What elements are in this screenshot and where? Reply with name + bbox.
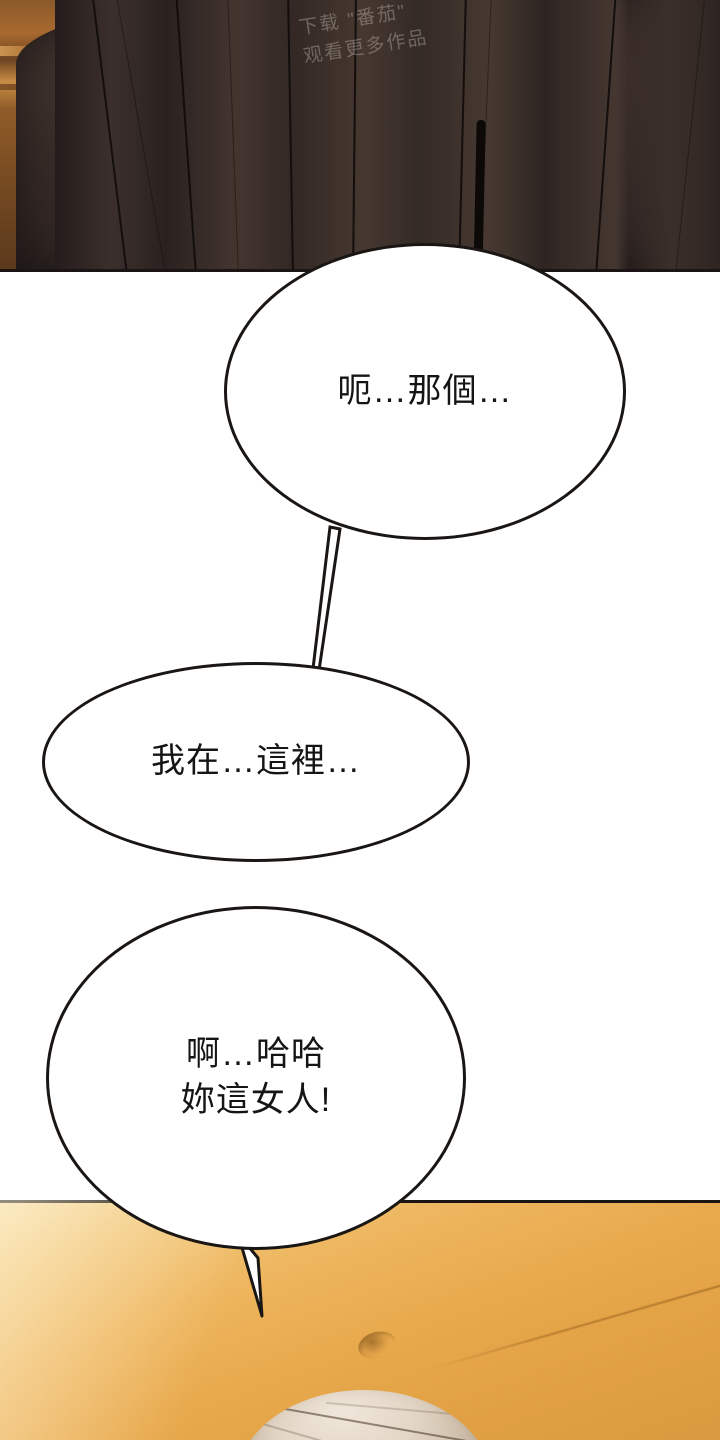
speech-bubble-2: 我在…這裡… [42, 662, 470, 862]
speech-bubble-1-text: 呃…那個… [337, 371, 513, 410]
fabric-fold [594, 0, 617, 272]
fabric-fold [287, 0, 295, 272]
skin-crease-line [429, 1274, 720, 1370]
fabric-fold [115, 0, 169, 272]
fabric-fold [227, 0, 240, 272]
fabric-fold [457, 0, 467, 272]
speech-bubble-2-text: 我在…這裡… [151, 742, 361, 781]
fabric-fold [351, 0, 357, 272]
speech-bubble-3: 啊…哈哈 妳這女人! [46, 906, 466, 1250]
fabric-fold [91, 0, 129, 272]
comic-panel-top: 下载 "番茄" 观看更多作品 [0, 0, 720, 272]
fabric-fold [673, 0, 706, 272]
curtain-fabric [55, 0, 720, 272]
fabric-fold [175, 0, 198, 272]
speech-bubble-1: 呃…那個… [224, 243, 626, 540]
speech-bubble-3-text: 啊…哈哈 妳這女人! [180, 1035, 332, 1119]
bubble-link-tail [310, 525, 342, 679]
